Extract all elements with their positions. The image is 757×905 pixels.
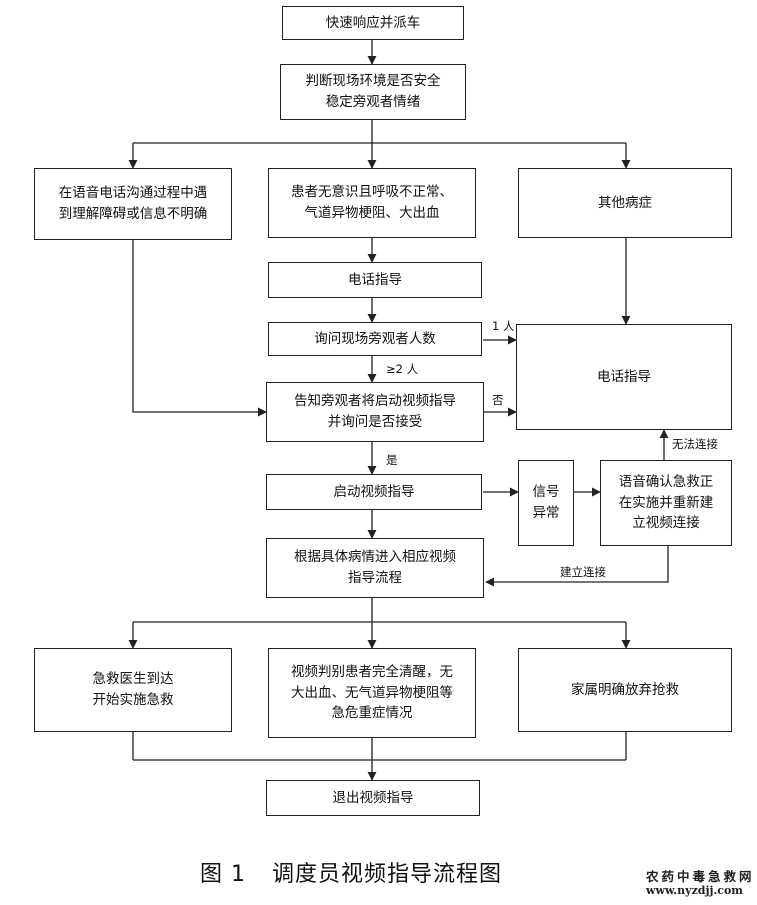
box-patient-conscious: 视频判别患者完全清醒，无大出血、无气道异物梗阻等急危重症情况	[268, 648, 476, 738]
figure-title: 调度员视频指导流程图	[272, 862, 503, 887]
box-family-gives-up: 家属明确放弃抢救	[518, 648, 732, 732]
figure-caption: 图 1 调度员视频指导流程图	[200, 856, 502, 888]
figure-number: 图 1	[200, 862, 246, 887]
box-assess-scene: 判断现场环境是否安全稳定旁观者情绪	[280, 64, 466, 120]
box-dispatch: 快速响应并派车	[282, 6, 464, 40]
box-text: 判断现场环境是否安全稳定旁观者情绪	[306, 71, 441, 113]
box-text-line: 家属明确放弃抢救	[571, 681, 679, 698]
box-text-line: 其他病症	[598, 194, 652, 211]
label-connected: 建立连接	[560, 565, 606, 579]
box-communication-barrier: 在语音电话沟通过程中遇到理解障碍或信息不明确	[34, 168, 232, 240]
box-text-line: 指导流程	[348, 570, 402, 586]
box-text-line: 告知旁观者将启动视频指导	[294, 393, 456, 410]
box-text: 信号异常	[533, 482, 560, 524]
label-cannot-connect: 无法连接	[672, 437, 718, 451]
box-text-line: 根据具体病情进入相应视频	[294, 549, 456, 566]
box-text: 家属明确放弃抢救	[571, 680, 679, 701]
box-text: 快速响应并派车	[326, 13, 421, 34]
box-text-line: 立视频连接	[632, 515, 700, 532]
box-text-line: 电话指导	[597, 368, 651, 385]
box-text: 视频判别患者完全清醒，无大出血、无气道异物梗阻等急危重症情况	[291, 662, 453, 725]
box-text-line: 询问现场旁观者人数	[314, 330, 436, 347]
box-text-line: 语音确认急救正	[618, 473, 714, 490]
box-text-line: 异常	[532, 505, 560, 521]
edge-n3-n9	[132, 240, 267, 417]
box-text-line: 启动视频指导	[333, 483, 415, 500]
box-text-line: 在语音电话沟通过程中遇	[58, 185, 208, 202]
box-text-line: 视频判别患者完全清醒，无	[291, 663, 453, 680]
box-video-procedure: 根据具体病情进入相应视频指导流程	[266, 538, 484, 598]
box-critical-condition: 患者无意识且呼吸不正常、气道异物梗阻、大出血	[268, 168, 476, 238]
box-text: 电话指导	[597, 367, 651, 388]
box-text: 启动视频指导	[334, 482, 415, 503]
box-text: 患者无意识且呼吸不正常、气道异物梗阻、大出血	[291, 182, 453, 224]
box-text-line: 并询问是否接受	[327, 414, 423, 430]
label-no: 否	[492, 393, 504, 407]
box-text: 其他病症	[598, 193, 652, 214]
box-reconnect: 语音确认急救正在实施并重新建立视频连接	[600, 460, 732, 546]
box-text-line: 判断现场环境是否安全	[305, 73, 441, 90]
box-text: 告知旁观者将启动视频指导并询问是否接受	[294, 391, 456, 433]
box-start-video: 启动视频指导	[266, 474, 482, 510]
edge-n12-n13	[485, 546, 669, 587]
box-text-line: 快速响应并派车	[325, 14, 421, 31]
box-text-line: 电话指导	[348, 271, 402, 288]
box-text-line: 患者无意识且呼吸不正常、	[291, 184, 453, 201]
box-text: 急救医生到达开始实施急救	[93, 669, 174, 711]
box-phone-guidance: 电话指导	[268, 262, 482, 298]
box-text-line: 信号	[532, 484, 560, 501]
box-other-conditions: 其他病症	[518, 168, 732, 238]
box-text-line: 退出视频指导	[332, 789, 414, 806]
box-text-line: 开始实施急救	[92, 692, 174, 708]
box-phone-guidance-right: 电话指导	[516, 324, 732, 430]
label-yes: 是	[386, 453, 398, 467]
box-text: 退出视频指导	[333, 788, 414, 809]
box-exit-video: 退出视频指导	[266, 780, 480, 816]
box-text: 语音确认急救正在实施并重新建立视频连接	[619, 472, 714, 535]
box-ask-bystanders: 询问现场旁观者人数	[268, 322, 482, 356]
box-text: 电话指导	[348, 270, 402, 291]
box-text: 在语音电话沟通过程中遇到理解障碍或信息不明确	[59, 183, 208, 225]
box-text-line: 急危重症情况	[331, 705, 413, 722]
box-text-line: 稳定旁观者情绪	[325, 94, 421, 110]
box-doctor-arrives: 急救医生到达开始实施急救	[34, 648, 232, 732]
label-one-person: 1 人	[492, 319, 515, 333]
box-text: 询问现场旁观者人数	[314, 329, 436, 350]
box-inform-video: 告知旁观者将启动视频指导并询问是否接受	[266, 382, 484, 442]
box-signal-abnormal: 信号异常	[518, 460, 574, 546]
watermark-url: www.nyzdjj.com	[646, 884, 743, 897]
box-text-line: 到理解障碍或信息不明确	[58, 206, 208, 222]
box-text-line: 气道异物梗阻、大出血	[304, 205, 440, 221]
box-text-line: 急救医生到达	[92, 671, 174, 688]
box-text-line: 大出血、无气道异物梗阻等	[291, 684, 453, 701]
box-text-line: 在实施并重新建	[618, 494, 714, 511]
watermark-name: 农药中毒急救网	[646, 869, 755, 884]
box-text: 根据具体病情进入相应视频指导流程	[294, 547, 456, 589]
label-two-or-more: ≥2 人	[386, 362, 419, 376]
